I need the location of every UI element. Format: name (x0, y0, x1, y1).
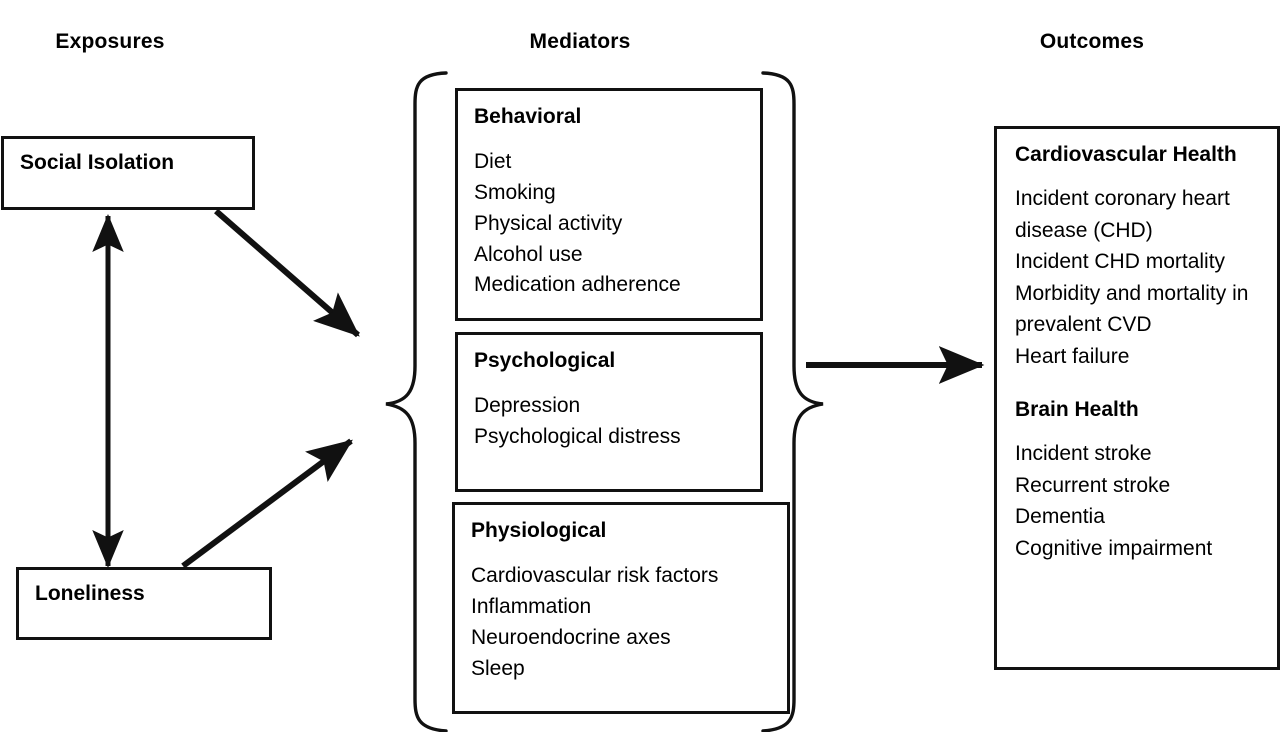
outcome-item: Incident CHD mortality (1015, 250, 1226, 273)
mediator-item: Cardiovascular risk factors (471, 564, 719, 587)
mediator-item: Psychological distress (474, 424, 681, 448)
loneliness-to-mediators-arrow (181, 438, 353, 569)
mediator-item: Alcohol use (474, 242, 583, 266)
outcome-item: Recurrent stroke (1015, 473, 1171, 497)
exposure-box-loneliness[interactable]: Loneliness (16, 567, 272, 640)
mediators-left-brace (385, 71, 448, 732)
mediator-heading-behavioral: Behavioral (474, 105, 582, 128)
mediator-box-psychological[interactable]: Psychological Depression Psychological d… (455, 332, 763, 492)
outcome-box[interactable]: Cardiovascular Health Incident coronary … (994, 126, 1280, 670)
mediator-item: Physical activity (474, 211, 623, 235)
mediator-box-physiological[interactable]: Physiological Cardiovascular risk factor… (452, 502, 790, 714)
mediator-heading-psychological: Psychological (474, 349, 616, 372)
outcome-item: Cognitive impairment (1015, 536, 1213, 560)
exposure-label-social-isolation: Social Isolation (20, 151, 175, 174)
outcome-item: Morbidity and mortality in prevalent CVD (1015, 281, 1249, 337)
outcome-list-brain: Incident stroke Recurrent stroke Dementi… (1015, 438, 1277, 564)
outcome-item: Incident stroke (1015, 442, 1152, 465)
mediator-item: Medication adherence (474, 273, 681, 297)
mediator-box-behavioral[interactable]: Behavioral Diet Smoking Physical activit… (455, 88, 763, 321)
mediator-item: Diet (474, 150, 512, 173)
outcome-item: Incident coronary heart disease (CHD) (1015, 187, 1230, 242)
mediator-item: Inflammation (471, 594, 592, 618)
column-title-outcomes: Outcomes (1039, 30, 1145, 53)
mediator-item: Depression (474, 394, 581, 417)
column-title-exposures: Exposures (55, 30, 165, 53)
mediator-item: Smoking (474, 180, 556, 204)
outcome-heading-brain-health: Brain Health (1015, 398, 1139, 421)
outcome-item: Heart failure (1015, 344, 1130, 368)
mediator-heading-physiological: Physiological (471, 519, 607, 542)
outcome-list-cardiovascular: Incident coronary heart disease (CHD) In… (1015, 183, 1277, 372)
outcome-item: Dementia (1015, 505, 1105, 528)
mediator-item: Sleep (471, 656, 525, 680)
outcome-section-divider (1015, 372, 1277, 398)
outcome-heading-cardiovascular-health: Cardiovascular Health (1015, 143, 1237, 166)
column-title-mediators: Mediators (529, 30, 631, 53)
mediator-item: Neuroendocrine axes (471, 625, 671, 649)
isolation-to-mediators-arrow (214, 208, 360, 338)
exposure-box-social-isolation[interactable]: Social Isolation (1, 136, 255, 210)
exposure-label-loneliness: Loneliness (35, 582, 145, 605)
